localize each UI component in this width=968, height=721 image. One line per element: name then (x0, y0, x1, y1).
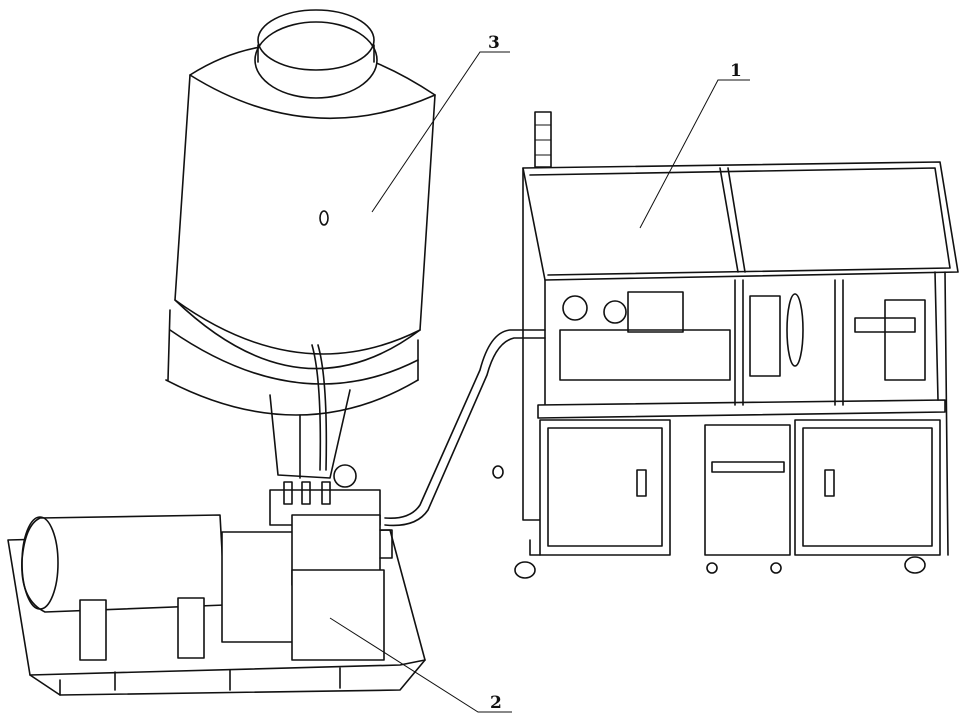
pump-unit (8, 465, 425, 695)
hose-inner (385, 338, 545, 525)
label-2: 2 (490, 693, 502, 713)
label-3: 3 (488, 33, 500, 53)
label-1: 1 (730, 61, 742, 81)
water-tank (166, 10, 435, 478)
test-machine (493, 112, 958, 578)
